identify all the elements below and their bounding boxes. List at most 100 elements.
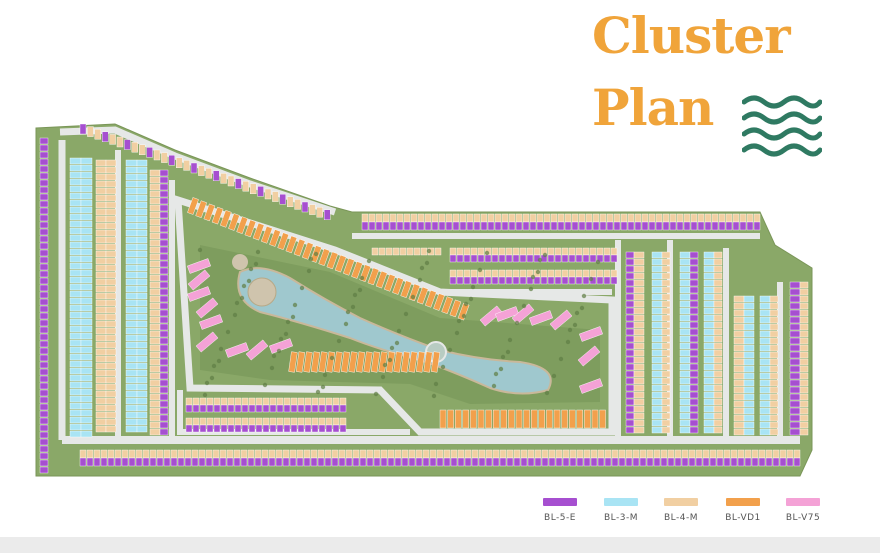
unit-block (101, 131, 109, 143)
unit-block (633, 272, 645, 280)
unit-block (633, 356, 645, 364)
unit-block (39, 291, 49, 299)
unit-block (737, 457, 745, 467)
unit-block (95, 418, 107, 426)
unit-block (799, 379, 809, 387)
unit-block (125, 159, 138, 167)
unit-block (149, 372, 161, 380)
unit-block (105, 285, 117, 293)
unit-block (689, 349, 699, 357)
unit-block (439, 409, 447, 429)
unit-block (187, 197, 199, 215)
unit-block (149, 414, 161, 422)
unit-block (491, 269, 499, 278)
unit-block (478, 457, 486, 467)
unit-block (136, 376, 148, 384)
unit-block (450, 449, 458, 459)
unit-block (159, 176, 169, 184)
unit-block (557, 221, 565, 231)
unit-block (590, 457, 598, 467)
unit-block (325, 417, 333, 426)
unit-block (505, 247, 513, 256)
unit-block (69, 339, 82, 347)
unit-block (159, 197, 169, 205)
unit-block (554, 276, 562, 285)
unit-block (297, 397, 305, 406)
unit-block (406, 247, 414, 256)
unit-block (508, 409, 515, 429)
unit-block (725, 221, 733, 231)
unit-block (679, 356, 691, 364)
unit-block (789, 330, 801, 338)
unit-block (769, 372, 779, 380)
unit-block (633, 405, 645, 413)
unit-block (125, 271, 138, 279)
unit-block (159, 190, 169, 198)
unit-block (177, 449, 185, 459)
unit-block (625, 391, 635, 399)
central-loop-road (174, 195, 616, 436)
unit-block (625, 251, 635, 259)
unit-block (633, 307, 645, 315)
unit-block (661, 398, 671, 406)
unit-block (125, 411, 138, 419)
unit-block (125, 187, 138, 195)
unit-block (568, 269, 576, 278)
unit-block (69, 192, 82, 200)
unit-block (689, 328, 699, 336)
unit-block (149, 197, 161, 205)
unit-block (105, 187, 117, 195)
tree (579, 305, 585, 311)
unit-block (304, 404, 312, 413)
unit-block (704, 221, 712, 231)
unit-block (679, 405, 691, 413)
unit-block (213, 424, 221, 433)
unit-block (276, 417, 284, 426)
unit-block (759, 295, 771, 303)
unit-block (667, 449, 675, 459)
unit-block (80, 339, 93, 347)
tree (565, 339, 571, 345)
unit-block (159, 407, 169, 415)
unit-block (660, 457, 668, 467)
unit-block (39, 249, 49, 257)
unit-block (703, 370, 715, 378)
unit-block (498, 247, 506, 256)
unit-block (508, 221, 516, 231)
unit-block (361, 221, 369, 231)
unit-block (80, 416, 93, 424)
unit-block (39, 347, 49, 355)
fountain-plaza (247, 277, 277, 307)
unit-block (80, 262, 93, 270)
unit-block (733, 379, 745, 387)
unit-block (95, 187, 107, 195)
unit-block (401, 457, 409, 467)
unit-block (399, 247, 407, 256)
unit-block (383, 274, 396, 292)
unit-block (484, 254, 492, 263)
unit-block (589, 247, 597, 256)
unit-block (633, 391, 645, 399)
unit-block (86, 457, 94, 467)
unit-block (69, 304, 82, 312)
unit-block (95, 243, 107, 251)
unit-block (494, 213, 502, 223)
tree (470, 284, 476, 290)
unit-block (105, 383, 117, 391)
unit-block (513, 449, 521, 459)
unit-block (331, 457, 339, 467)
unit-block (195, 297, 219, 319)
unit-block (452, 221, 460, 231)
unit-block (632, 457, 640, 467)
tree (225, 329, 231, 335)
bottom-band (0, 537, 880, 553)
unit-block (39, 137, 49, 145)
unit-block (228, 213, 240, 231)
tree (299, 285, 305, 291)
unit-block (703, 307, 715, 315)
unit-block (477, 409, 485, 429)
unit-block (80, 402, 93, 410)
unit-block (553, 409, 561, 429)
unit-block (416, 286, 429, 305)
